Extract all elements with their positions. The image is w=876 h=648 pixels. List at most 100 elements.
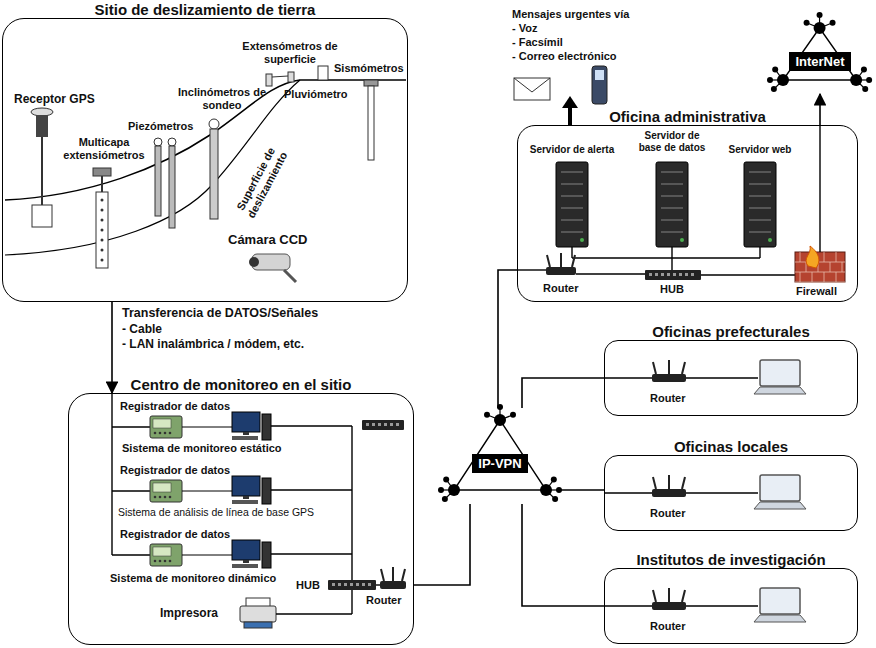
group-heading: Oficinas prefecturales	[652, 323, 810, 340]
phone-icon	[592, 66, 607, 104]
piezometer-cap	[154, 138, 162, 146]
server-slot	[749, 171, 771, 173]
router-icon	[652, 374, 686, 382]
lan-wire	[686, 492, 758, 493]
hub-port	[378, 423, 381, 426]
server-slot	[561, 219, 583, 221]
hub-port	[366, 423, 369, 426]
camera-lens	[249, 257, 259, 267]
hub-port	[655, 273, 658, 276]
piezometer-cap	[168, 138, 176, 146]
part-label: Router	[543, 282, 578, 295]
pc-stand	[243, 432, 249, 435]
router-antenna	[653, 362, 656, 374]
seismometer-head	[364, 80, 378, 86]
part-label: Receptor GPS	[14, 92, 95, 106]
group-heading: Oficinas locales	[674, 438, 788, 455]
cloud-hub	[540, 484, 552, 496]
cloud-leaf	[817, 12, 823, 18]
firewall-brick	[795, 272, 845, 273]
server-slot	[661, 171, 683, 173]
piezometer-pipe	[169, 146, 175, 228]
router-antenna	[392, 567, 394, 581]
part-label: HUB	[296, 579, 320, 592]
hub-port	[679, 273, 682, 276]
server-icon	[656, 162, 688, 247]
network-connector	[522, 378, 604, 408]
firewall-brick	[842, 262, 843, 272]
lan-wire	[604, 377, 652, 378]
cloud-leaf	[867, 77, 873, 83]
router-antenna	[682, 477, 685, 489]
alert-arrow-head	[562, 96, 578, 108]
lan-wire	[671, 258, 672, 270]
rain-gauge-icon	[318, 66, 328, 80]
extensometer-anchor	[101, 249, 104, 252]
firewall-brick	[800, 252, 801, 262]
pc-stand	[243, 560, 249, 563]
part-label: Firewall	[796, 285, 837, 298]
group-box: Oficinas locales	[604, 455, 858, 531]
cloud-leaf	[861, 67, 867, 73]
lan-wire	[572, 257, 760, 258]
firewall-brick	[836, 252, 837, 262]
group-heading: Institutos de investigación	[636, 551, 825, 568]
hub-port	[338, 583, 341, 586]
cloud-hub	[448, 484, 460, 496]
printer-tray	[244, 622, 272, 628]
router-antenna	[668, 588, 670, 602]
data-logger-button	[169, 432, 172, 435]
router-antenna	[668, 475, 670, 489]
extensometer-anchor	[101, 229, 104, 232]
lan-wire	[819, 125, 820, 252]
server-slot	[561, 171, 583, 173]
group-heading: Oficina administrativa	[609, 108, 766, 125]
lan-wire	[686, 377, 758, 378]
data-logger-button	[164, 432, 167, 435]
firewall-brick	[812, 272, 813, 282]
ground-surface	[5, 80, 406, 200]
data-logger-button	[169, 560, 172, 563]
part-label: Registrador de datos	[120, 464, 230, 477]
hub-port	[661, 273, 664, 276]
data-logger-screen	[153, 419, 171, 428]
part-label: - Voz	[512, 22, 537, 35]
network-cloud: IP-VPN	[440, 408, 560, 504]
logger-cable	[182, 555, 232, 556]
seismometer-borehole	[368, 86, 374, 160]
part-label: Inclinómetros de sondeo	[177, 86, 267, 112]
firewall-flame	[806, 246, 819, 268]
signal-wire	[112, 426, 150, 427]
pc-tower	[262, 542, 271, 568]
laptop-base	[754, 615, 806, 622]
router-antenna	[668, 360, 670, 374]
pc-tower	[262, 478, 271, 504]
laptop-base	[754, 502, 806, 509]
lan-wire	[759, 247, 760, 258]
part-label: Registrador de datos	[120, 400, 230, 413]
server-slot	[661, 183, 683, 185]
cloud-leaf	[551, 477, 557, 483]
surface-extensometer-post	[288, 72, 294, 82]
cloud-leaf	[830, 20, 836, 26]
extensometer-pole	[101, 176, 103, 192]
hub-port	[673, 273, 676, 276]
piezometer-pipe	[155, 146, 161, 216]
hub-port	[384, 423, 387, 426]
server-slot	[561, 231, 583, 233]
pc-monitor	[232, 412, 260, 432]
router-antenna	[682, 362, 685, 374]
group-box: Institutos de investigación	[604, 568, 858, 644]
network-connector	[522, 504, 604, 606]
part-label: Servidor de alerta	[517, 144, 627, 156]
extensometer-anchor	[101, 209, 104, 212]
group-box: Centro de monitoreo en el sitio	[68, 393, 414, 645]
camera-mount	[284, 270, 296, 282]
cloud-leaf	[552, 496, 558, 502]
server-slot	[561, 183, 583, 185]
network-connector	[111, 302, 113, 393]
printer-body	[240, 606, 276, 622]
lan-wire	[604, 492, 652, 493]
cloud-hub	[777, 74, 789, 86]
extensometer-anchor	[101, 199, 104, 202]
